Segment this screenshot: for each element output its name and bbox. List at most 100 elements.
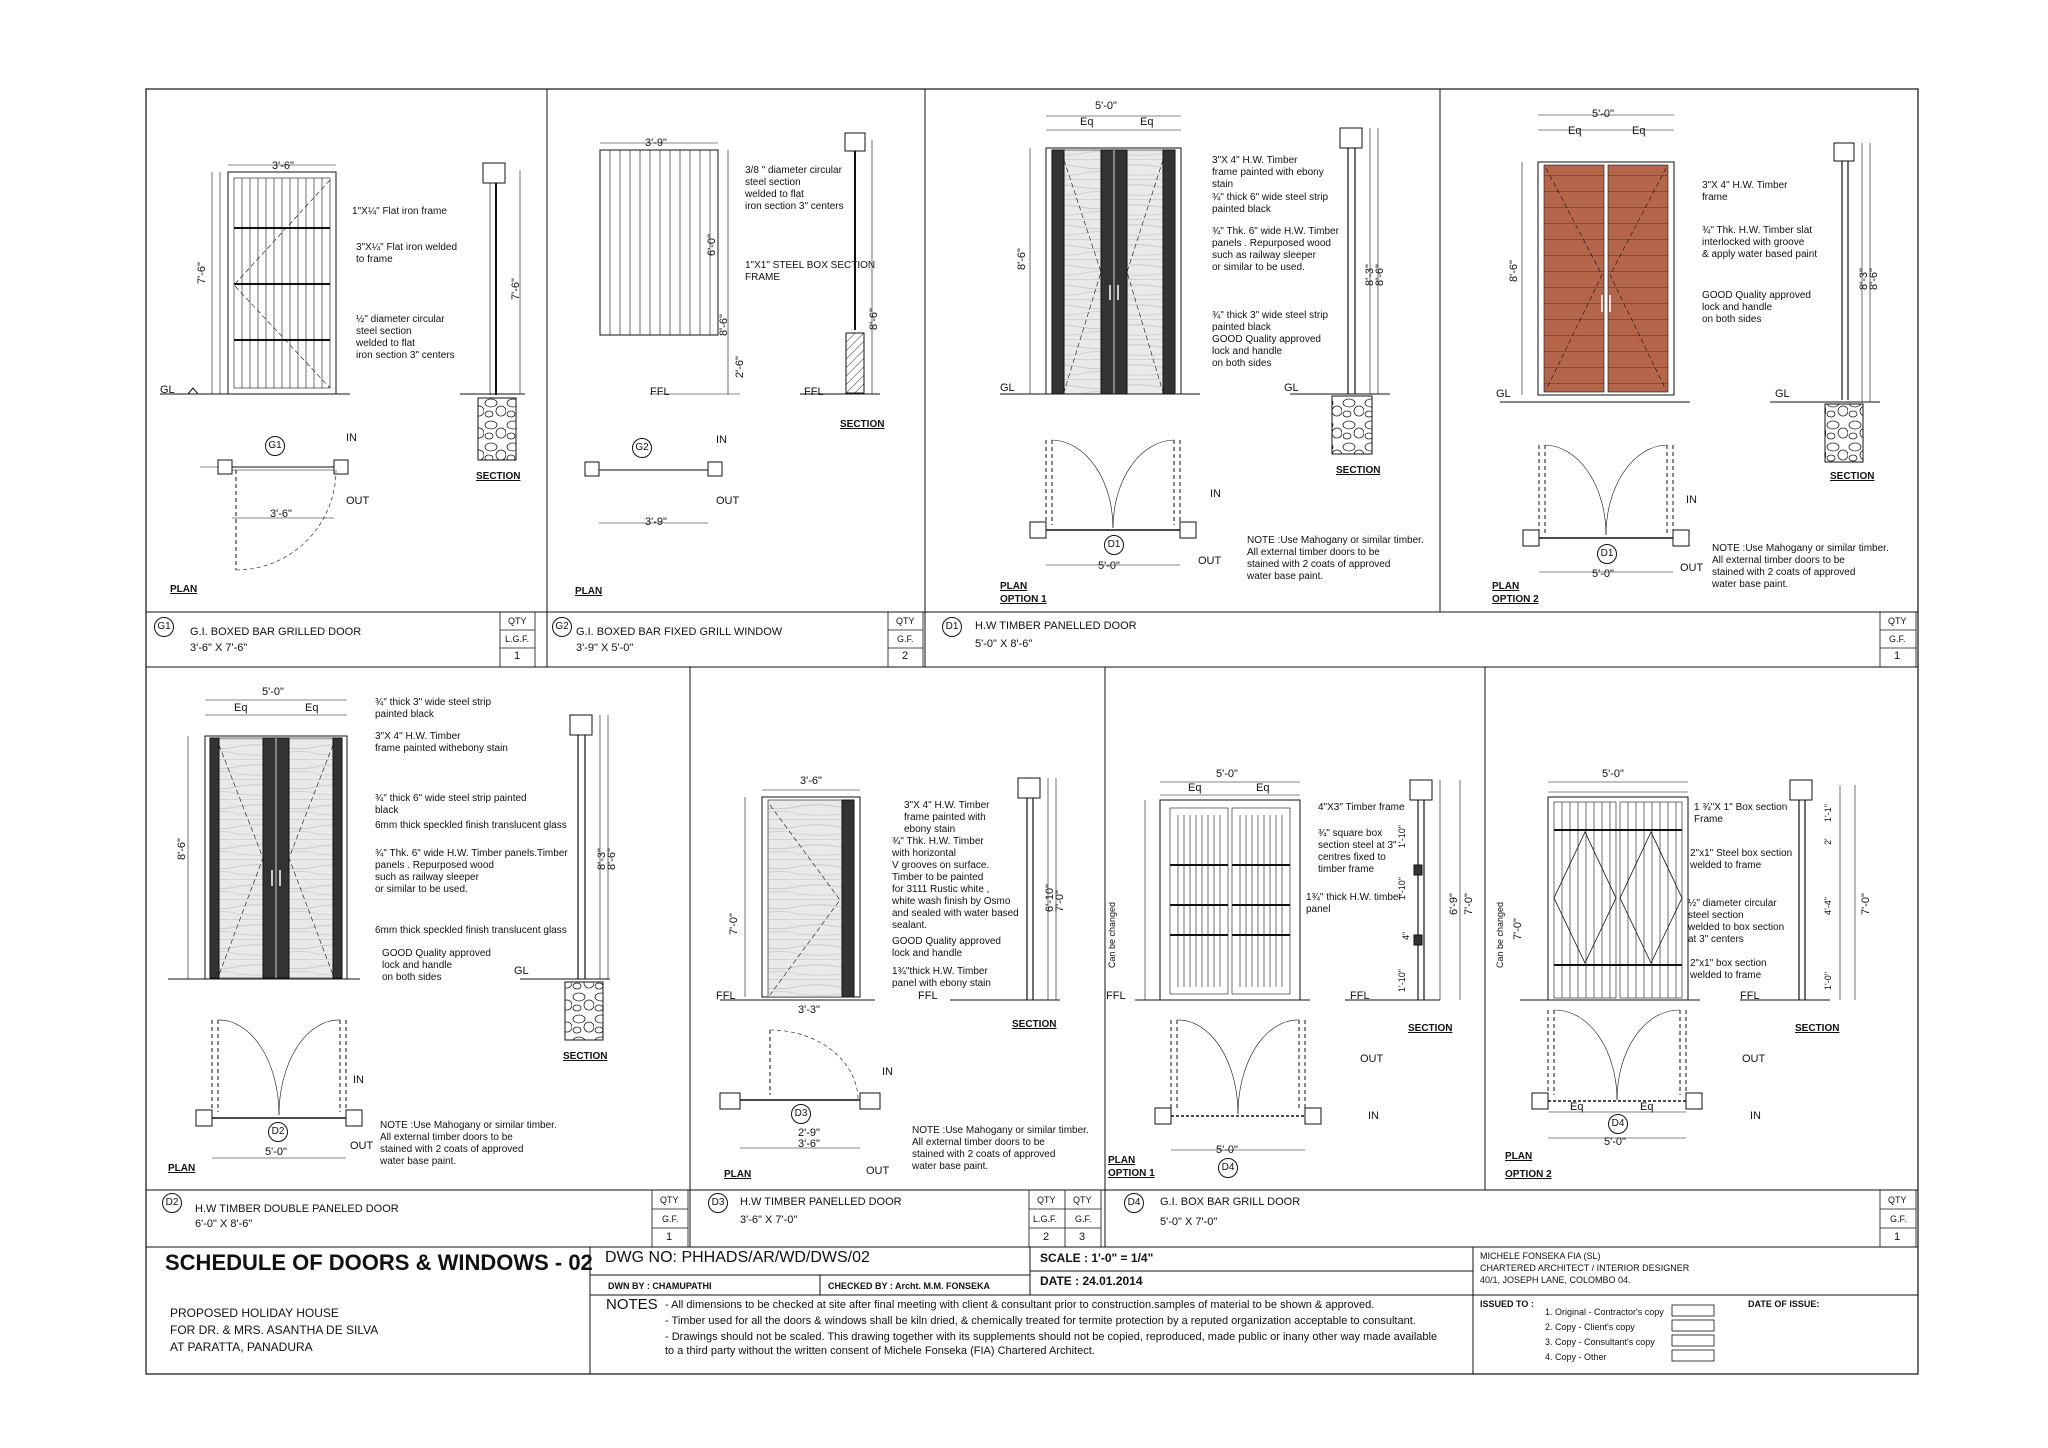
g2-height-2: 8'-6" bbox=[718, 314, 730, 336]
d1o2-gl-label: GL bbox=[1496, 388, 1511, 400]
d4-section-h1: 6'-9" bbox=[1448, 893, 1460, 915]
d3-floor-1: L.G.F. bbox=[1033, 1214, 1058, 1224]
d3-qty-header-2: QTY bbox=[1073, 1195, 1092, 1205]
d2-plan-title: PLAN bbox=[168, 1163, 196, 1174]
d2-schedule-name: H.W TIMBER DOUBLE PANELED DOOR bbox=[195, 1203, 399, 1215]
d4o2-section-ffl: FFL bbox=[1740, 990, 1760, 1002]
d4o2-seg-1: 1'-1" bbox=[1823, 804, 1833, 822]
issued-to: ISSUED TO : bbox=[1480, 1299, 1534, 1309]
d4-seg-3: 1'-10" bbox=[1397, 969, 1407, 992]
d1o2-width-dim: 5'-0" bbox=[1592, 108, 1614, 120]
d2-height-dim: 8'-6" bbox=[176, 838, 188, 860]
g2-plan-width: 3'-9" bbox=[645, 516, 667, 528]
d4-floor: G.F. bbox=[1890, 1214, 1907, 1224]
d3-tag: D3 bbox=[791, 1104, 811, 1124]
d1-section-gl: GL bbox=[1284, 382, 1299, 394]
g1-gl-label: GL bbox=[160, 384, 175, 396]
d4-plan-title: PLAN bbox=[1108, 1155, 1136, 1166]
d4o2-seg-2: 2' bbox=[1823, 838, 1833, 845]
g1-width-dim: 3'-6" bbox=[272, 160, 294, 172]
date: DATE : 24.01.2014 bbox=[1040, 1274, 1143, 1288]
d4-seg-2: 1'-10" bbox=[1397, 877, 1407, 900]
d1-option1-label: OPTION 1 bbox=[1000, 594, 1047, 605]
d4-plan-width: 5'-0" bbox=[1216, 1144, 1238, 1156]
d4-qty: 1 bbox=[1894, 1231, 1901, 1243]
d3-qty-header-1: QTY bbox=[1037, 1195, 1056, 1205]
g1-section-height: 7'-6" bbox=[510, 278, 522, 300]
copy-2: 2. Copy - Client's copy bbox=[1545, 1322, 1635, 1332]
g1-schedule-name: G.I. BOXED BAR GRILLED DOOR bbox=[190, 626, 362, 638]
d3-qty-1: 2 bbox=[1043, 1231, 1050, 1243]
d4-option1-label: OPTION 1 bbox=[1108, 1168, 1155, 1179]
d2-section-gl: GL bbox=[514, 965, 529, 977]
d1-note-1: 3"X 4" H.W. Timber frame painted with eb… bbox=[1212, 155, 1324, 190]
architect-line-1: MICHELE FONSEKA FIA (SL) bbox=[1480, 1251, 1601, 1261]
architect-line-2: CHARTERED ARCHITECT / INTERIOR DESIGNER bbox=[1480, 1263, 1690, 1273]
d3-inner-width: 3'-3" bbox=[798, 1004, 820, 1016]
d1-eq-2: Eq bbox=[1140, 116, 1154, 128]
d4-out-label: OUT bbox=[1360, 1053, 1384, 1065]
scale: SCALE : 1'-0" = 1/4" bbox=[1040, 1251, 1154, 1265]
d4-schedule-size: 5'-0" X 7'-0" bbox=[1160, 1216, 1218, 1228]
project-line-1: PROPOSED HOLIDAY HOUSE bbox=[170, 1306, 339, 1320]
d3-in-label: IN bbox=[882, 1066, 893, 1078]
g1-tag: G1 bbox=[265, 436, 285, 456]
g2-in-label: IN bbox=[716, 434, 727, 446]
d1o2-plan-width: 5'-0" bbox=[1592, 568, 1614, 580]
d4o2-section-title: SECTION bbox=[1795, 1023, 1840, 1034]
d4-in-label: IN bbox=[1368, 1110, 1379, 1122]
d2-schedule-tag: D2 bbox=[162, 1193, 182, 1213]
d4-can-be-changed: Can be changed bbox=[1107, 901, 1117, 968]
g2-tag: G2 bbox=[632, 438, 652, 458]
d3-schedule-size: 3'-6" X 7'-0" bbox=[740, 1214, 798, 1226]
copy-1: 1. Original - Contractor's copy bbox=[1545, 1307, 1664, 1317]
d1-gl-label: GL bbox=[1000, 382, 1015, 394]
d4-note-2: ¾" square box section steel at 3" centre… bbox=[1318, 828, 1397, 875]
d2-section-h2: 8'-6" bbox=[606, 848, 618, 870]
g2-ffl-label: FFL bbox=[650, 386, 670, 398]
d1o2-height-dim: 8'-6" bbox=[1508, 260, 1520, 282]
d3-ffl-label: FFL bbox=[716, 990, 736, 1002]
d1-schedule-tag: D1 bbox=[942, 617, 962, 637]
g2-height-3: 2'-6" bbox=[734, 356, 746, 378]
date-of-issue: DATE OF ISSUE: bbox=[1748, 1299, 1820, 1309]
d3-schedule-name: H.W TIMBER PANELLED DOOR bbox=[740, 1196, 902, 1208]
d4o2-plan-title: PLAN bbox=[1505, 1151, 1533, 1162]
d4o2-out-label: OUT bbox=[1742, 1053, 1766, 1065]
d4-seg-4: 4" bbox=[1401, 931, 1411, 940]
d1o2-eq-1: Eq bbox=[1568, 125, 1582, 137]
d2-note-3: ¾" thick 6" wide steel strip painted bla… bbox=[375, 793, 527, 816]
g2-schedule-size: 3'-9" X 5'-0" bbox=[576, 642, 634, 654]
d4-eq-2: Eq bbox=[1256, 782, 1270, 794]
g2-plan-title: PLAN bbox=[575, 586, 603, 597]
d4o2-height-dim: 7'-0" bbox=[1512, 918, 1524, 940]
d1o2-plan-title: PLAN bbox=[1492, 581, 1520, 592]
d3-plan-pw: 2'-9" bbox=[798, 1127, 820, 1139]
g2-section-height: 8'-6" bbox=[868, 308, 880, 330]
d2-qty-header: QTY bbox=[660, 1195, 679, 1205]
d3-height-dim: 7'-0" bbox=[728, 913, 740, 935]
d1-width-dim: 5'-0" bbox=[1095, 100, 1117, 112]
d1-tag: D1 bbox=[1104, 535, 1124, 555]
g1-qty: 1 bbox=[514, 650, 521, 662]
d4-schedule-name: G.I. BOX BAR GRILL DOOR bbox=[1160, 1196, 1301, 1208]
d2-note-5: ¾" Thk. 6" wide H.W. Timber panels.Timbe… bbox=[375, 848, 568, 895]
d2-floor: G.F. bbox=[662, 1214, 679, 1224]
d3-plan-width: 3'-6" bbox=[798, 1138, 820, 1150]
d2-note-7: GOOD Quality approved lock and handle on… bbox=[382, 948, 491, 983]
d4o2-note-2: 2"x1" Steel box section welded to frame bbox=[1690, 848, 1793, 871]
d2-out-label: OUT bbox=[350, 1140, 374, 1152]
d1-plan-title: PLAN bbox=[1000, 581, 1028, 592]
d4-tag: D4 bbox=[1218, 1158, 1238, 1178]
d4-section-title: SECTION bbox=[1408, 1023, 1453, 1034]
d2-in-label: IN bbox=[353, 1074, 364, 1086]
d2-note-1: ¾" thick 3" wide steel strip painted bla… bbox=[375, 697, 492, 720]
d1o2-note-1: 3"X 4" H.W. Timber frame bbox=[1702, 180, 1788, 203]
d1o2-section-h2: 8'-6" bbox=[1868, 268, 1880, 290]
d3-note-1: 3"X 4" H.W. Timber frame painted with eb… bbox=[904, 800, 990, 835]
d1-section-h2: 8'-6" bbox=[1374, 264, 1386, 286]
sheet-title: SCHEDULE OF DOORS & WINDOWS - 02 bbox=[165, 1250, 593, 1275]
d4-section-ffl: FFL bbox=[1350, 990, 1370, 1002]
d1-floor: G.F. bbox=[1889, 634, 1906, 644]
d2-section-title: SECTION bbox=[563, 1051, 608, 1062]
